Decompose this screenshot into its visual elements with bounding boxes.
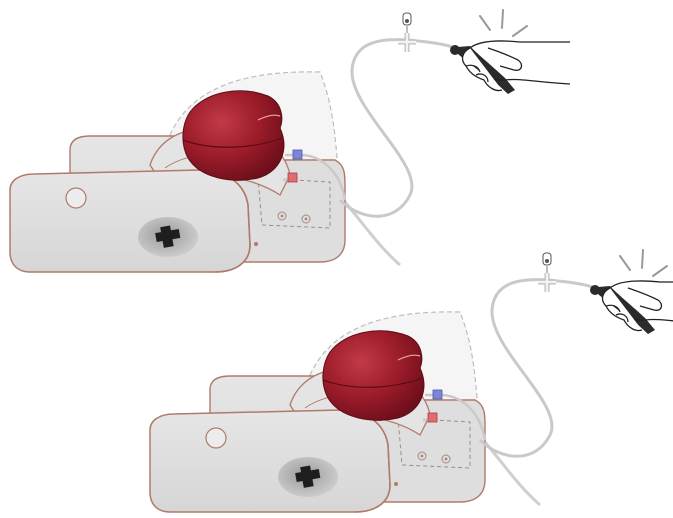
lower-panel [150, 250, 673, 512]
upper-panel [10, 10, 570, 272]
